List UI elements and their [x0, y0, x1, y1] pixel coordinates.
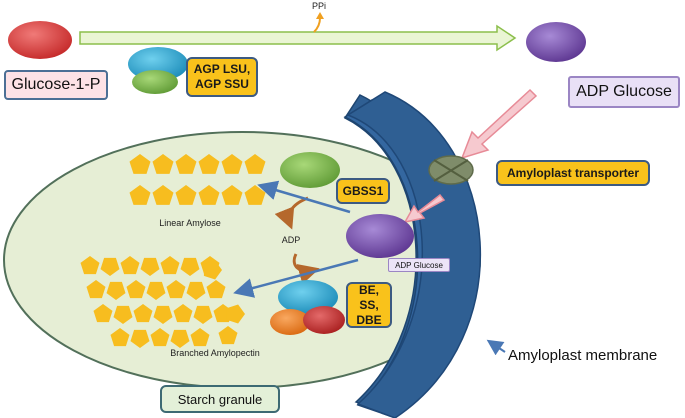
glucose-unit: [244, 185, 266, 205]
adpglucose-import-arrow: [460, 88, 538, 160]
glucose-unit: [106, 281, 126, 300]
glucose-unit: [152, 154, 174, 174]
glucose-unit: [206, 280, 226, 299]
glucose-unit: [152, 185, 174, 205]
glucose-unit: [198, 185, 220, 205]
agp-ssu-enzyme: [132, 70, 178, 94]
adp-glucose-label: ADP Glucose: [568, 76, 680, 108]
glucose-unit: [140, 257, 160, 276]
dbe-enzyme: [303, 306, 345, 334]
be-ss-dbe-label: BE, SS, DBE: [346, 282, 392, 328]
branched-amylopectin-label: Branched Amylopectin: [170, 348, 260, 358]
ppi-label: PPi: [311, 1, 326, 11]
glucose-unit: [244, 154, 266, 174]
glucose-1p-molecule: [8, 21, 72, 59]
linear-amylose-chain: [129, 154, 266, 205]
adp-glucose-molecule-inner: [346, 214, 414, 258]
gbss1-label: GBSS1: [336, 178, 390, 204]
agp-label: AGP LSU, AGP SSU: [186, 57, 258, 97]
gbss1-enzyme: [280, 152, 340, 188]
be-enzyme: [278, 280, 338, 314]
adp-glucose-molecule: [526, 22, 586, 62]
glucose-unit: [130, 329, 150, 348]
glucose-unit: [226, 304, 245, 324]
glucose-unit: [190, 328, 210, 347]
glucose-unit: [113, 305, 133, 324]
glucose-unit: [193, 305, 213, 324]
adpglucose-entry-arrow: [403, 193, 446, 224]
adp-glucose-small-label: ADP Glucose: [388, 258, 450, 272]
glucose-unit: [150, 328, 170, 347]
glucose-unit: [110, 328, 130, 347]
glucose-unit: [160, 256, 180, 275]
glucose-unit: [100, 257, 120, 276]
glucose-unit: [93, 304, 113, 323]
glucose-unit: [221, 154, 243, 174]
adp-label: ADP: [281, 235, 301, 245]
glucose-unit: [198, 154, 220, 174]
amyloplast-transporter: [428, 155, 474, 185]
linear-amylose-label: Linear Amylose: [159, 218, 221, 228]
amylose-synthesis-arrow: [257, 180, 351, 214]
glucose-unit: [173, 304, 193, 323]
glucose-unit: [203, 260, 222, 280]
glucose-unit: [129, 154, 151, 174]
glucose-to-adpglucose-arrow: [79, 24, 517, 52]
glucose-unit: [221, 185, 243, 205]
glucose-unit: [133, 304, 153, 323]
glucose-unit: [175, 185, 197, 205]
glucose-unit: [153, 305, 173, 324]
branched-amylopectin-chain: [80, 256, 245, 348]
starch-granule-label: Starch granule: [160, 385, 280, 413]
glucose-unit: [175, 154, 197, 174]
glucose-unit: [170, 329, 190, 348]
glucose-unit: [120, 256, 140, 275]
ppi-release-arrow: [313, 17, 321, 33]
glucose-unit: [129, 185, 151, 205]
glucose-unit: [146, 281, 166, 300]
glucose-1p-label: Glucose-1-P: [4, 70, 108, 100]
adp-cycle-arrow-bottom: [292, 253, 320, 285]
glucose-unit: [86, 280, 106, 299]
ppi-arrowhead: [316, 12, 324, 19]
amylopectin-synthesis-arrow: [233, 258, 359, 298]
amyloplast-membrane-label: Amyloplast membrane: [508, 346, 658, 364]
glucose-unit: [180, 257, 200, 276]
glucose-unit: [186, 281, 206, 300]
glucose-unit: [166, 280, 186, 299]
glucose-unit: [126, 280, 146, 299]
glucose-unit: [80, 256, 100, 275]
glucose-unit: [218, 326, 238, 345]
ss-enzyme: [270, 309, 310, 335]
amyloplast-transporter-label: Amyloplast transporter: [496, 160, 650, 186]
membrane-label-arrow: [486, 339, 506, 356]
